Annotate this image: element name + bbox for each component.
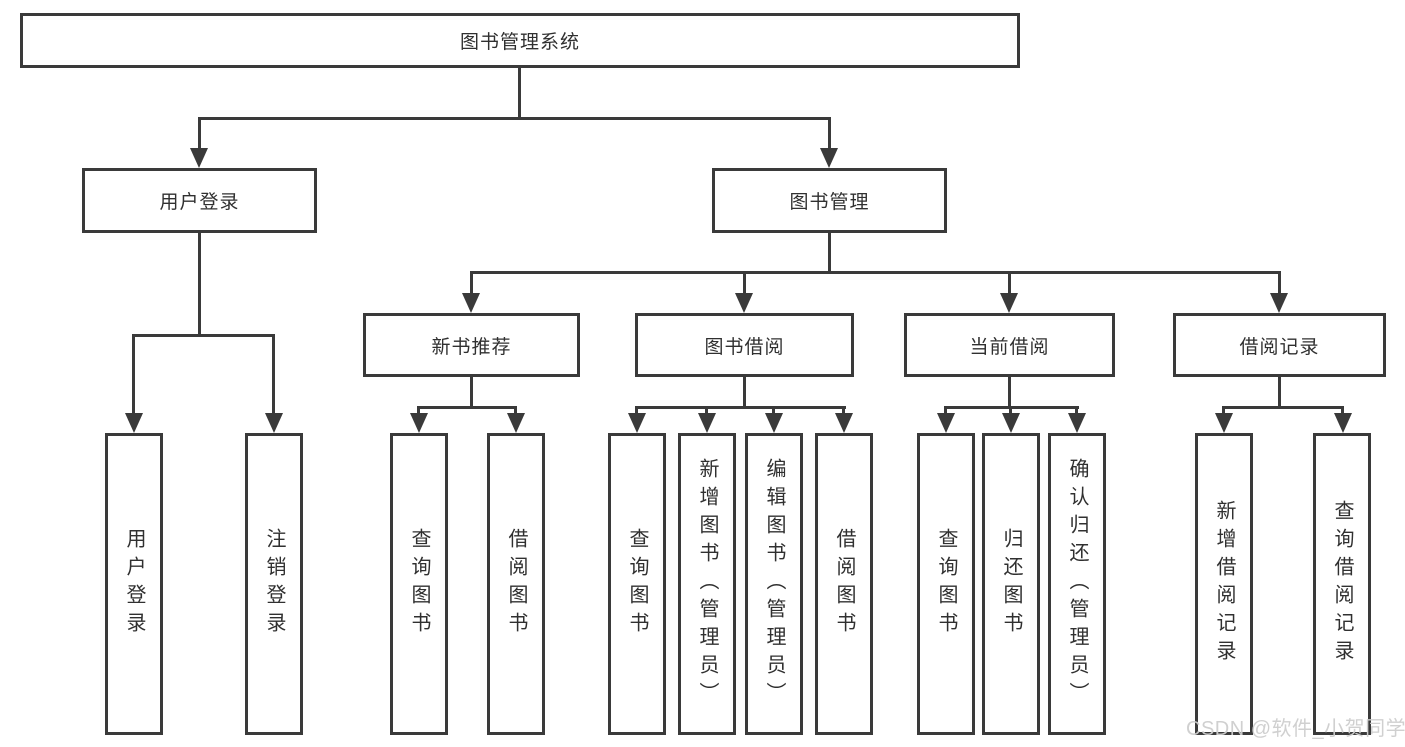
arrowhead-icon	[1002, 413, 1020, 433]
connector-line	[1341, 406, 1344, 415]
leaf-add-book-admin-label: 新增图书（管理员）	[696, 458, 718, 710]
leaf-add-borrow-record: 新增借阅记录	[1195, 433, 1253, 735]
node-root: 图书管理系统	[20, 13, 1020, 68]
leaf-query-books-3-label: 查询图书	[935, 528, 957, 640]
connector-line	[1008, 377, 1011, 409]
connector-line	[842, 406, 845, 415]
leaf-borrow-books-2: 借阅图书	[815, 433, 873, 735]
connector-line	[705, 406, 708, 415]
leaf-borrow-books-1: 借阅图书	[487, 433, 545, 735]
connector-line	[1075, 406, 1078, 415]
connector-line	[417, 406, 420, 415]
leaf-borrow-books-1-label: 借阅图书	[505, 528, 527, 640]
arrowhead-icon	[820, 148, 838, 168]
leaf-query-borrow-record-label: 查询借阅记录	[1331, 500, 1353, 668]
leaf-user-login-label: 用户登录	[123, 528, 145, 640]
leaf-add-borrow-record-label: 新增借阅记录	[1213, 500, 1235, 668]
arrowhead-icon	[410, 413, 428, 433]
connector-line	[635, 406, 846, 409]
arrowhead-icon	[628, 413, 646, 433]
connector-line	[470, 377, 473, 409]
arrowhead-icon	[937, 413, 955, 433]
connector-line	[470, 271, 473, 295]
leaf-add-book-admin: 新增图书（管理员）	[678, 433, 736, 735]
leaf-confirm-return-admin: 确认归还（管理员）	[1048, 433, 1106, 735]
arrowhead-icon	[462, 293, 480, 313]
arrowhead-icon	[1334, 413, 1352, 433]
connector-line	[272, 334, 275, 415]
leaf-return-book-label: 归还图书	[1000, 528, 1022, 640]
node-current-borrow-label: 当前借阅	[969, 336, 1050, 358]
arrowhead-icon	[1215, 413, 1233, 433]
leaf-query-books-2-label: 查询图书	[626, 528, 648, 640]
leaf-edit-book-admin-label: 编辑图书（管理员）	[763, 458, 785, 710]
connector-line	[772, 406, 775, 415]
csdn-watermark: CSDN @软件_小贺同学	[1186, 718, 1405, 740]
connector-line	[198, 117, 831, 120]
connector-line	[198, 233, 201, 337]
arrowhead-icon	[735, 293, 753, 313]
leaf-logout: 注销登录	[245, 433, 303, 735]
connector-line	[1222, 406, 1225, 415]
connector-line	[1278, 271, 1281, 295]
node-new-book-recommend-label: 新书推荐	[431, 336, 512, 358]
connector-line	[132, 334, 275, 337]
node-borrow-records: 借阅记录	[1173, 313, 1386, 377]
node-user-login-label: 用户登录	[159, 192, 240, 213]
node-current-borrow: 当前借阅	[904, 313, 1115, 377]
connector-line	[828, 117, 831, 150]
connector-line	[470, 271, 1281, 274]
node-user-login: 用户登录	[82, 168, 317, 233]
connector-line	[132, 334, 135, 415]
connector-line	[743, 377, 746, 409]
leaf-logout-label: 注销登录	[263, 528, 285, 640]
node-book-borrow: 图书借阅	[635, 313, 854, 377]
leaf-edit-book-admin: 编辑图书（管理员）	[745, 433, 803, 735]
connector-line	[635, 406, 638, 415]
node-borrow-records-label: 借阅记录	[1239, 336, 1320, 358]
connector-line	[198, 117, 201, 150]
arrowhead-icon	[125, 413, 143, 433]
connector-line	[518, 68, 521, 120]
connector-line	[828, 233, 831, 274]
node-book-management: 图书管理	[712, 168, 947, 233]
arrowhead-icon	[1000, 293, 1018, 313]
arrowhead-icon	[765, 413, 783, 433]
connector-line	[1009, 406, 1012, 415]
arrowhead-icon	[1068, 413, 1086, 433]
connector-line	[1278, 377, 1281, 409]
leaf-query-books-2: 查询图书	[608, 433, 666, 735]
node-new-book-recommend: 新书推荐	[363, 313, 580, 377]
arrowhead-icon	[1270, 293, 1288, 313]
connector-line	[1008, 271, 1011, 295]
leaf-query-books-3: 查询图书	[917, 433, 975, 735]
node-root-label: 图书管理系统	[459, 32, 580, 53]
arrowhead-icon	[265, 413, 283, 433]
node-book-management-label: 图书管理	[789, 192, 870, 213]
arrowhead-icon	[507, 413, 525, 433]
leaf-query-books-1: 查询图书	[390, 433, 448, 735]
connector-line	[743, 271, 746, 295]
leaf-user-login: 用户登录	[105, 433, 163, 735]
leaf-borrow-books-2-label: 借阅图书	[833, 528, 855, 640]
leaf-confirm-return-admin-label: 确认归还（管理员）	[1066, 458, 1088, 710]
leaf-return-book: 归还图书	[982, 433, 1040, 735]
connector-line	[514, 406, 517, 415]
arrowhead-icon	[190, 148, 208, 168]
leaf-query-books-1-label: 查询图书	[408, 528, 430, 640]
arrowhead-icon	[698, 413, 716, 433]
connector-line	[1222, 406, 1344, 409]
node-book-borrow-label: 图书借阅	[704, 336, 785, 358]
arrowhead-icon	[835, 413, 853, 433]
connector-line	[944, 406, 947, 415]
connector-line	[417, 406, 517, 409]
leaf-query-borrow-record: 查询借阅记录	[1313, 433, 1371, 735]
